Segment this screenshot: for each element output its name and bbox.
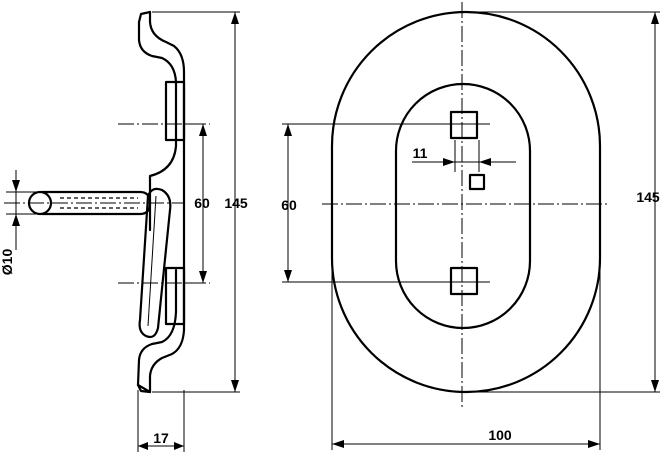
plate-tip-bottom: [136, 383, 152, 394]
front-view: 11 60 145 100: [281, 2, 660, 450]
arrow: [479, 158, 491, 166]
side-view: Ø10 60 145 17: [0, 10, 248, 452]
hinge-block-bottom: [164, 266, 186, 326]
dim-label-145: 145: [636, 189, 660, 205]
arrow: [284, 270, 292, 282]
arrow: [12, 180, 20, 192]
arrow: [588, 440, 600, 448]
arrow: [332, 440, 344, 448]
arrow: [231, 12, 239, 24]
rivet-bottom: [449, 266, 479, 296]
dim-label-60: 60: [194, 195, 210, 211]
arrow: [284, 124, 292, 136]
arrow: [231, 380, 239, 392]
arrow: [443, 158, 455, 166]
hinge-block-top: [164, 80, 186, 142]
arrow: [199, 271, 207, 283]
plate-outline-outer: [330, 10, 602, 394]
dim-label-100: 100: [488, 427, 512, 443]
plate-outline-inner: [394, 82, 532, 330]
dim-label-11: 11: [413, 145, 428, 161]
dim-label-60: 60: [281, 197, 297, 213]
dim-label-145: 145: [224, 195, 248, 211]
arrow: [651, 12, 659, 24]
plate-profile-inner: [148, 10, 186, 394]
rivet-top: [449, 110, 479, 140]
dim-label-diameter: Ø10: [0, 249, 15, 276]
arrow: [199, 124, 207, 136]
arrow: [12, 214, 20, 226]
arrow: [138, 442, 148, 450]
arrow: [651, 380, 659, 392]
arrow: [174, 442, 184, 450]
dim-label-17: 17: [153, 430, 169, 446]
handle-bar: [138, 187, 172, 339]
handle-bar-inner: [147, 195, 157, 327]
slot-center: [468, 173, 486, 191]
